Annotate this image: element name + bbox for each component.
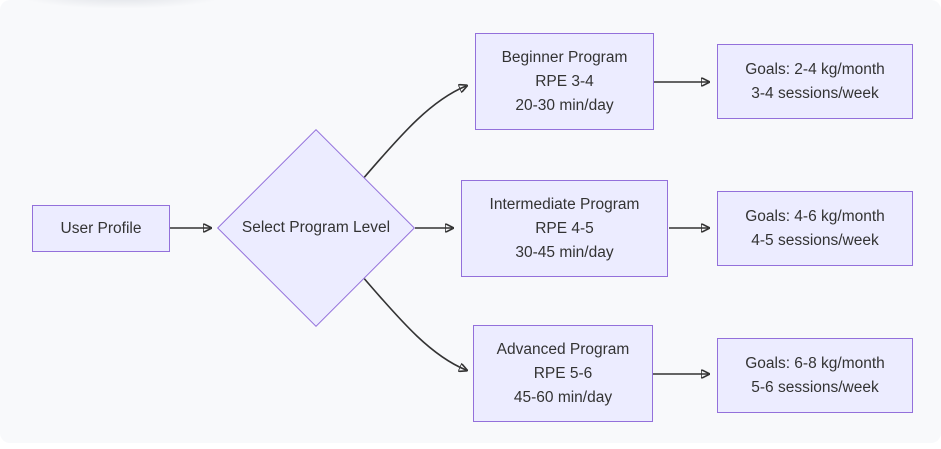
node-beginner-program: Beginner Program RPE 3-4 20-30 min/day: [475, 33, 654, 130]
advanced-line-2: RPE 5-6: [533, 364, 593, 382]
beginner-line-1: Beginner Program: [501, 48, 628, 66]
beginner-line-3: 20-30 min/day: [515, 96, 614, 114]
node-intermediate-program: Intermediate Program RPE 4-5 30-45 min/d…: [461, 180, 668, 277]
advanced-goals-line-1: Goals: 6-8 kg/month: [745, 354, 885, 372]
beginner-goals-line-2: 3-4 sessions/week: [751, 84, 879, 102]
beginner-goals-line-1: Goals: 2-4 kg/month: [745, 60, 885, 78]
node-advanced-program: Advanced Program RPE 5-6 45-60 min/day: [473, 325, 653, 422]
advanced-goals-line-2: 5-6 sessions/week: [751, 378, 879, 396]
node-decision-label: Select Program Level: [241, 219, 391, 236]
advanced-line-3: 45-60 min/day: [513, 388, 613, 406]
intermediate-line-3: 30-45 min/day: [515, 243, 614, 261]
beginner-line-2: RPE 3-4: [535, 72, 594, 90]
node-advanced-goals: Goals: 6-8 kg/month 5-6 sessions/week: [717, 338, 913, 413]
intermediate-goals-line-1: Goals: 4-6 kg/month: [745, 207, 885, 225]
node-user-profile-label: User Profile: [60, 219, 142, 237]
intermediate-goals-line-2: 4-5 sessions/week: [751, 231, 879, 249]
node-decision: Select Program Level: [217, 129, 415, 327]
node-intermediate-goals: Goals: 4-6 kg/month 4-5 sessions/week: [717, 191, 913, 266]
advanced-line-1: Advanced Program: [496, 340, 630, 358]
node-beginner-goals: Goals: 2-4 kg/month 3-4 sessions/week: [717, 44, 913, 119]
intermediate-line-1: Intermediate Program: [489, 195, 640, 213]
node-user-profile: User Profile: [32, 205, 170, 252]
intermediate-line-2: RPE 4-5: [535, 219, 594, 237]
